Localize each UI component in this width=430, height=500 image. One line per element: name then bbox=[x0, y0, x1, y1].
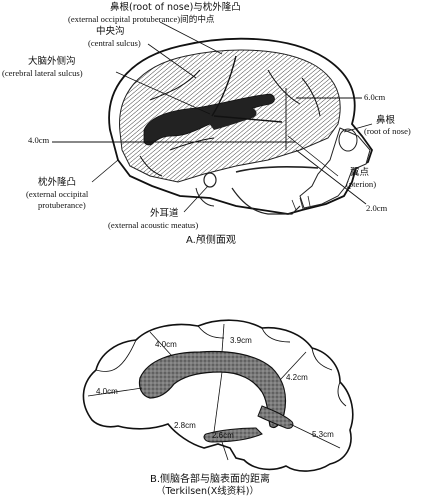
distance-inner-lower: 2.6cm bbox=[212, 431, 234, 440]
label-occipital-protuberance-en1: (external occipital bbox=[26, 189, 89, 199]
label-central-sulcus-en: (central sulcus) bbox=[88, 38, 141, 48]
reference-line-2cm bbox=[295, 149, 367, 205]
distance-line-top-mid bbox=[221, 323, 225, 353]
figure-b-caption-source: （Terkilsen(X线资料)） bbox=[156, 486, 259, 497]
label-root-of-nose-zh: 鼻根 bbox=[376, 115, 396, 126]
figure-a-caption: A.颅侧面观 bbox=[186, 235, 236, 246]
central-sulcus bbox=[211, 55, 237, 117]
lateral-ventricle-b bbox=[138, 350, 287, 429]
orbit bbox=[338, 128, 358, 152]
label-occipital-protuberance-zh: 枕外隆凸 bbox=[38, 177, 77, 188]
distance-right-lower: 5.3cm bbox=[312, 430, 334, 439]
mastoid-process bbox=[195, 187, 215, 207]
acoustic-meatus bbox=[203, 172, 217, 188]
label-lateral-sulcus-zh: 大脑外侧沟 bbox=[28, 56, 76, 67]
measurement-6cm: 6.0cm bbox=[364, 92, 386, 102]
distance-line-inner-upper bbox=[213, 371, 223, 433]
label-occipital-protuberance-en2: protuberance) bbox=[38, 200, 86, 210]
leader-central-sulcus bbox=[147, 43, 197, 79]
facial-bones bbox=[299, 127, 371, 209]
skull-lateral-view-drawing bbox=[52, 21, 373, 215]
mandible bbox=[231, 187, 301, 215]
leader-occipital bbox=[91, 159, 119, 183]
measurement-4cm: 4.0cm bbox=[28, 135, 50, 145]
leader-lateral-sulcus bbox=[115, 71, 211, 115]
lobe-contours bbox=[95, 325, 347, 407]
label-pterion-en: (pterion) bbox=[346, 179, 377, 189]
label-acoustic-meatus-en: (external acoustic meatus) bbox=[108, 220, 199, 230]
lateral-sulcus bbox=[213, 115, 283, 123]
measurement-2cm: 2.0cm bbox=[366, 203, 388, 213]
temporal-horn bbox=[208, 108, 257, 130]
distance-top-mid: 3.9cm bbox=[230, 336, 252, 345]
leader-pterion bbox=[287, 135, 339, 177]
leader-root-nose bbox=[343, 123, 373, 133]
label-nasion-midpoint-zh: 鼻根(root of nose)与枕外隆凸 bbox=[110, 2, 241, 13]
label-lateral-sulcus-en: (cerebral lateral sulcus) bbox=[2, 68, 83, 78]
zygomatic-arch bbox=[235, 166, 319, 173]
figure-b-caption: B.侧脑各部与脑表面的距离 bbox=[150, 474, 271, 485]
label-root-of-nose-en: (root of nose) bbox=[364, 126, 411, 136]
brain-outline bbox=[82, 319, 354, 472]
label-acoustic-meatus-zh: 外耳道 bbox=[150, 208, 179, 219]
gyral-lines bbox=[139, 69, 321, 177]
distance-inner-upper: 2.8cm bbox=[174, 421, 196, 430]
leader-meatus bbox=[183, 185, 209, 213]
distance-top-left: 4.0cm bbox=[155, 340, 177, 349]
distance-left: 4.0cm bbox=[96, 387, 118, 396]
label-nasion-midpoint-en: (external occipital protuberance)间的中点 bbox=[68, 14, 215, 24]
distance-line-inner-lower bbox=[221, 441, 229, 461]
leader-nasion-mid bbox=[159, 21, 223, 55]
label-pterion-zh: 翼点 bbox=[350, 167, 370, 178]
temporal-horn-b bbox=[257, 405, 294, 429]
teeth bbox=[291, 195, 311, 211]
distance-right-upper: 4.2cm bbox=[286, 373, 308, 382]
label-central-sulcus-zh: 中央沟 bbox=[96, 26, 125, 37]
